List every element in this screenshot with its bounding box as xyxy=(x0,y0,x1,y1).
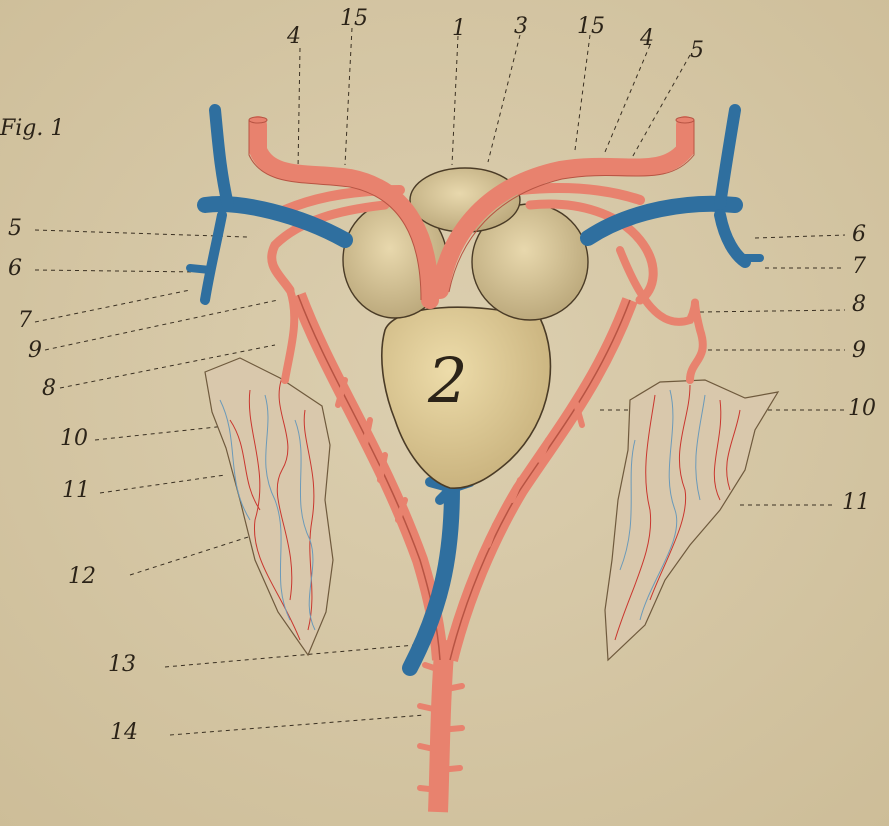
label-11-left: 11 xyxy=(62,480,90,502)
label-6-left: 6 xyxy=(8,258,22,280)
label-12: 12 xyxy=(68,566,96,588)
label-15-right: 15 xyxy=(577,16,605,38)
label-4-left: 4 xyxy=(287,26,301,48)
label-5-left: 5 xyxy=(8,218,22,240)
label-10-right: 10 xyxy=(848,398,876,420)
label-15-left: 15 xyxy=(340,8,368,30)
figure-label: Fig. 1 xyxy=(0,118,64,140)
label-9-right: 9 xyxy=(852,340,866,362)
label-13: 13 xyxy=(108,654,136,676)
label-1: 1 xyxy=(452,18,466,40)
label-4-right: 4 xyxy=(640,28,654,50)
label-8-left: 8 xyxy=(42,378,56,400)
label-14: 14 xyxy=(110,722,138,744)
label-11-right: 11 xyxy=(842,492,870,514)
label-7-left: 7 xyxy=(18,310,32,332)
label-6-right: 6 xyxy=(852,224,866,246)
heart-number: 2 xyxy=(428,350,467,412)
label-3: 3 xyxy=(514,16,528,38)
label-5-top: 5 xyxy=(690,40,704,62)
label-10-left: 10 xyxy=(60,428,88,450)
label-7-right: 7 xyxy=(852,256,866,278)
label-9-left: 9 xyxy=(28,340,42,362)
label-8-right: 8 xyxy=(852,294,866,316)
